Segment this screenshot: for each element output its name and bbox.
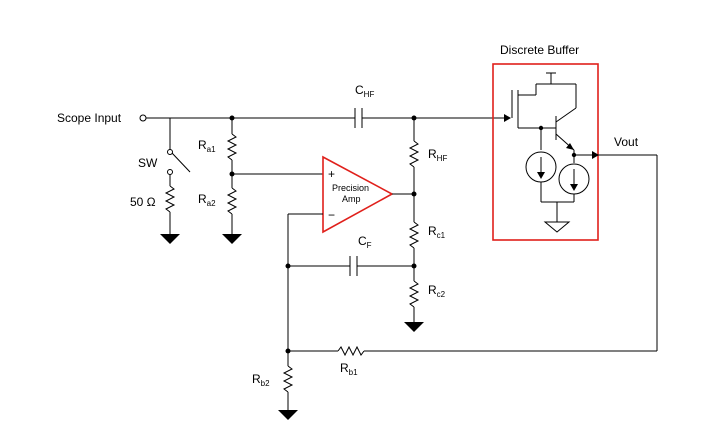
- cs2-arrow-head: [570, 184, 578, 191]
- ra1-resistor: [226, 133, 238, 161]
- ra2-resistor: [226, 187, 238, 215]
- scope-input-terminal: [139, 114, 147, 122]
- ground-symbol-termination: [160, 234, 180, 244]
- rc2-label: Rc2: [428, 283, 446, 299]
- amp-plus-sign: +: [328, 167, 335, 181]
- cf-label: CF: [358, 234, 372, 250]
- switch-label: SW: [138, 156, 158, 170]
- discrete-buffer-box: [492, 63, 599, 241]
- rhf-resistor: [408, 140, 420, 168]
- bjt-collector: [555, 107, 577, 123]
- vout-label: Vout: [614, 135, 639, 149]
- ra2-label: Ra2: [198, 192, 216, 208]
- rc2-resistor: [408, 280, 420, 308]
- switch-blade: [171, 152, 191, 173]
- amp-label-line1: Precision: [332, 183, 369, 193]
- ground-symbol-ra2: [222, 234, 242, 244]
- bjt-emitter-arrow: [566, 143, 574, 150]
- rc1-resistor: [408, 221, 420, 249]
- rb1-label: Rb1: [340, 361, 358, 377]
- scope-input-label: Scope Input: [57, 111, 122, 125]
- switch-contact-top: [167, 149, 173, 155]
- rb1-resistor: [337, 345, 365, 357]
- termination-label: 50 Ω: [130, 195, 156, 209]
- switch-contact-bottom: [167, 169, 173, 175]
- rhf-label: RHF: [428, 147, 447, 163]
- cs1-arrow-head: [537, 172, 545, 179]
- rc1-label: Rc1: [428, 224, 446, 240]
- chf-label: CHF: [355, 83, 374, 99]
- buffer-input-arrow: [504, 114, 511, 122]
- vout-arrow: [592, 151, 599, 159]
- rb2-resistor: [282, 365, 294, 393]
- termination-resistor: [164, 185, 176, 213]
- ground-symbol-buffer: [543, 221, 571, 233]
- buffer-title: Discrete Buffer: [500, 43, 579, 57]
- precision-amp: [322, 155, 394, 234]
- rb2-label: Rb2: [252, 372, 270, 388]
- ra1-label: Ra1: [198, 138, 216, 154]
- ground-symbol-rb2: [278, 410, 298, 420]
- amp-minus-sign: −: [328, 208, 335, 222]
- amp-label-line2: Amp: [342, 194, 361, 204]
- ground-symbol-rc2: [404, 322, 424, 332]
